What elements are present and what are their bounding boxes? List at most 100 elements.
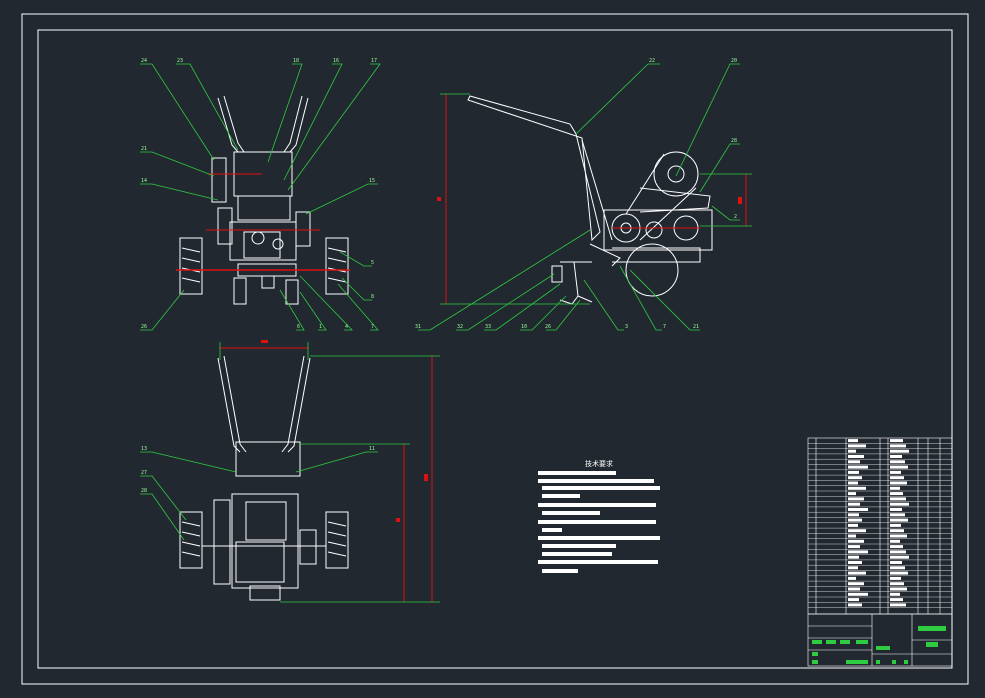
label-7: 7 <box>371 324 374 330</box>
top-partial-dim-text <box>396 518 400 522</box>
side-offset-dim-text <box>738 197 742 204</box>
parts-row-name <box>848 476 862 480</box>
parts-row-name <box>848 534 856 538</box>
parts-row-name <box>848 603 862 607</box>
label-20: 20 <box>731 58 737 64</box>
parts-row-name <box>848 455 864 458</box>
parts-row-name <box>848 576 856 580</box>
parts-list-rows <box>808 439 952 608</box>
parts-row-material <box>890 576 901 580</box>
side-height-dim-text <box>437 197 441 201</box>
parts-row-material <box>890 470 901 474</box>
parts-row-material <box>890 582 904 586</box>
top-view-labels: 13 11 27 28 <box>141 446 375 494</box>
parts-row-material <box>890 502 909 506</box>
label-26: 26 <box>141 324 147 330</box>
parts-row-material <box>890 571 908 575</box>
parts-row-material <box>890 523 901 527</box>
parts-row-name <box>848 523 858 527</box>
top-width-dim-text <box>261 340 268 343</box>
parts-row-name <box>848 460 860 464</box>
parts-row-material <box>890 592 900 596</box>
technical-notes: 技术要求 <box>538 459 660 573</box>
top-length-dim-text <box>424 474 428 481</box>
side-view-dimensions <box>445 94 747 304</box>
parts-row-material <box>890 534 907 538</box>
parts-row-name <box>848 492 856 496</box>
parts-row-material <box>890 481 907 485</box>
title-block-fields <box>812 626 946 664</box>
label-28b: 28 <box>141 488 147 494</box>
label-27: 27 <box>141 470 147 476</box>
parts-row-material <box>890 555 909 559</box>
outer-frame <box>21 13 969 685</box>
label-13: 13 <box>141 446 147 452</box>
parts-row-name <box>848 449 856 453</box>
label-15: 15 <box>369 178 375 184</box>
parts-row-material <box>890 460 905 464</box>
parts-row-name <box>848 486 866 490</box>
label-4: 4 <box>345 324 348 330</box>
parts-row-material <box>890 561 902 564</box>
parts-row-material <box>890 550 906 554</box>
parts-row-material <box>890 518 908 522</box>
parts-row-name <box>848 508 868 511</box>
parts-row-material <box>890 539 900 543</box>
label-17: 17 <box>371 58 377 64</box>
inner-frame <box>37 29 953 669</box>
label-1: 1 <box>319 324 322 330</box>
label-23: 23 <box>177 58 183 64</box>
label-18: 18 <box>293 58 299 64</box>
parts-row-material <box>890 566 905 570</box>
parts-row-name <box>848 539 864 543</box>
parts-row-name <box>848 497 864 501</box>
parts-row-name <box>848 513 859 517</box>
label-8: 8 <box>371 294 374 300</box>
label-22: 22 <box>649 58 655 64</box>
parts-row-name <box>848 444 866 448</box>
parts-row-name <box>848 592 868 596</box>
parts-row-name <box>848 439 858 443</box>
parts-row-name <box>848 481 858 485</box>
label-21b: 21 <box>693 324 699 330</box>
top-view-dimensions <box>220 347 433 602</box>
parts-row-name <box>848 571 866 575</box>
parts-row-material <box>890 598 903 602</box>
label-3: 3 <box>625 324 628 330</box>
parts-row-material <box>890 508 902 511</box>
label-21: 21 <box>141 146 147 152</box>
label-14: 14 <box>141 178 147 184</box>
parts-row-material <box>890 529 904 533</box>
parts-row-material <box>890 439 903 443</box>
parts-row-material <box>890 465 908 469</box>
label-5: 5 <box>371 260 374 266</box>
label-33: 33 <box>485 324 491 330</box>
label-24: 24 <box>141 58 147 64</box>
parts-row-name <box>848 582 864 586</box>
label-7b: 7 <box>663 324 666 330</box>
label-16: 16 <box>333 58 339 64</box>
label-10: 10 <box>521 324 527 330</box>
top-extension-lines <box>219 342 440 603</box>
front-view-labels: 24 23 18 16 17 21 14 15 26 6 1 4 7 5 8 <box>141 58 377 330</box>
label-32: 32 <box>457 324 463 330</box>
parts-row-material <box>890 486 900 490</box>
parts-row-name <box>848 587 860 591</box>
parts-row-material <box>890 513 905 517</box>
parts-row-name <box>848 465 868 469</box>
parts-row-material <box>890 497 906 501</box>
label-31: 31 <box>415 324 421 330</box>
notes-title: 技术要求 <box>585 459 613 468</box>
parts-row-name <box>848 561 862 564</box>
front-view <box>179 95 349 305</box>
parts-row-name <box>848 518 862 522</box>
side-view-leaders <box>418 63 740 331</box>
parts-row-name <box>848 550 868 554</box>
top-view-leaders <box>140 451 378 541</box>
parts-row-name <box>848 529 866 533</box>
top-view <box>179 355 349 601</box>
side-extension-lines <box>440 93 752 305</box>
parts-row-name <box>848 470 859 474</box>
title-block <box>807 613 953 667</box>
